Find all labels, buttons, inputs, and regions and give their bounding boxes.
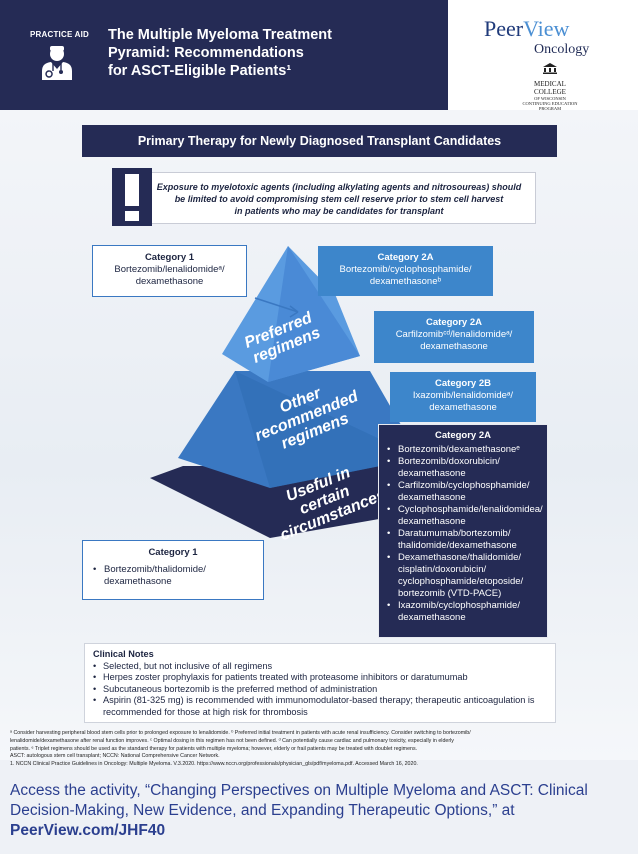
pyramid-face-top — [268, 246, 360, 382]
mcw-line-1: MEDICAL — [534, 80, 566, 88]
category-1-preferred-box: Category 1 Bortezomib/lenalidomideᵃ/ dex… — [92, 245, 247, 297]
regimen-line: Ixazomib/lenalidomideᵃ/ — [412, 390, 514, 401]
regimen-line: Bortezomib/lenalidomideᵃ/ — [114, 264, 225, 275]
list-item: Subcutaneous bortezomib is the preferred… — [93, 684, 547, 696]
footnote-line: ᵃ Consider harvesting peripheral blood s… — [10, 730, 471, 736]
category-heading: Category 1 — [148, 547, 198, 558]
regimen-list: Bortezomib/thalidomide/ dexamethasone — [91, 564, 255, 588]
title-line-2: Pyramid: Recommendations — [108, 45, 304, 61]
list-item: Selected, but not inclusive of all regim… — [93, 661, 547, 673]
logo-area — [448, 0, 638, 110]
list-item: Cyclophosphamide/lenalidomidea/ dexameth… — [385, 504, 543, 528]
regimen-line: dexamethasone — [420, 341, 488, 352]
mcw-line-5: PROGRAM — [538, 106, 562, 111]
connector-arrow-icon — [289, 305, 299, 318]
mcw-line-4: CONTINUING EDUCATION — [522, 101, 578, 106]
logo-view: View — [523, 16, 570, 41]
title-line-3: for ASCT-Eligible Patients¹ — [108, 63, 292, 79]
list-item: Bortezomib/dexamethasoneᵉ — [385, 444, 541, 456]
warning-line-3: in patients who may be candidates for tr… — [234, 206, 444, 216]
regimen-line: dexamethasone — [429, 402, 497, 413]
exclamation-icon — [112, 168, 152, 226]
peerview-logo: PeerView — [484, 16, 569, 42]
list-item: Bortezomib/thalidomide/ dexamethasone — [91, 564, 255, 588]
page-title: The Multiple Myeloma Treatment Pyramid: … — [108, 26, 408, 80]
category-heading: Category 1 — [144, 252, 195, 263]
list-item: Carfilzomib/cyclophosphamide/ dexamethas… — [385, 480, 541, 504]
warning-line-1: Exposure to myelotoxic agents (including… — [156, 182, 522, 192]
category-2a-useful-box: Category 2A Bortezomib/dexamethasoneᵉ Bo… — [378, 424, 548, 638]
regimen-line: Bortezomib/cyclophosphamide/ — [339, 264, 472, 275]
regimen-line: dexamethasone — [135, 276, 204, 287]
list-item: Ixazomib/cyclophosphamide/ dexamethasone — [385, 600, 541, 624]
list-item: Aspirin (81-325 mg) is recommended with … — [93, 695, 547, 718]
category-heading: Category 2B — [435, 378, 491, 389]
mcw-line-3: OF WISCONSIN — [534, 96, 566, 101]
clinical-notes-heading: Clinical Notes — [93, 649, 154, 659]
warning-text: Exposure to myelotoxic agents (including… — [154, 181, 524, 217]
mcw-line-2: COLLEGE — [534, 88, 566, 96]
list-item: Bortezomib/doxorubicin/ dexamethasone — [385, 456, 541, 480]
footnote-line: patients. ᵉ Triplet regimens should be u… — [10, 745, 418, 752]
section-banner: Primary Therapy for Newly Diagnosed Tran… — [82, 125, 557, 157]
warning-line-2: be limited to avoid compromising stem ce… — [174, 194, 504, 204]
practice-aid-label: PRACTICE AID — [30, 30, 89, 39]
category-heading: Category 2A — [426, 317, 482, 328]
cta-text: Access the activity, “Changing Perspecti… — [10, 782, 588, 819]
college-seal-icon — [543, 63, 557, 74]
category-1-useful-box: Category 1 Bortezomib/thalidomide/ dexam… — [82, 540, 264, 600]
category-heading: Category 2A — [377, 252, 434, 263]
list-item: Herpes zoster prophylaxis for patients t… — [93, 672, 547, 684]
list-item: Dexamethasone/thalidomide/ cisplatin/dox… — [385, 552, 541, 600]
logo-oncology: Oncology — [534, 42, 590, 57]
regimen-line: dexamethasoneᵇ — [369, 276, 442, 287]
pyramid-face-middle — [235, 371, 420, 488]
regimen-list: Bortezomib/dexamethasoneᵉ Bortezomib/dox… — [385, 444, 543, 624]
category-2a-other-box: Category 2A Carfilzomibᶜᵈ/lenalidomideᵃ/… — [374, 311, 534, 363]
footnote-line: ASCT: autologous stem cell transplant; N… — [10, 753, 220, 760]
warning-box — [114, 172, 536, 224]
title-line-1: The Multiple Myeloma Treatment — [108, 27, 332, 43]
clinical-notes: Clinical Notes Selected, but not inclusi… — [84, 643, 556, 723]
list-item: Daratumumab/bortezomib/ thalidomide/dexa… — [385, 528, 541, 552]
header-bar — [0, 0, 448, 110]
doctor-icon — [42, 46, 72, 80]
category-heading: Category 2A — [435, 430, 491, 441]
mcw-logo: MEDICAL COLLEGE OF WISCONSIN CONTINUING … — [520, 62, 580, 111]
category-2b-other-box: Category 2B Ixazomib/lenalidomideᵃ/ dexa… — [390, 372, 536, 422]
activity-link[interactable]: PeerView.com/JHF40 — [10, 822, 166, 839]
regimen-line: Carfilzomibᶜᵈ/lenalidomideᵃ/ — [395, 329, 513, 340]
logo-peer: Peer — [484, 16, 524, 41]
footnote-line: lenalidomide/dexamethasone after renal f… — [10, 737, 454, 744]
footnote-line: 1. NCCN Clinical Practice Guidelines in … — [10, 761, 418, 768]
clinical-notes-list: Selected, but not inclusive of all regim… — [93, 661, 547, 719]
category-2a-preferred-box: Category 2A Bortezomib/cyclophosphamide/… — [318, 246, 493, 296]
treatment-pyramid: Preferred regimens Other recommended reg… — [150, 246, 483, 544]
footnotes: ᵃ Consider harvesting peripheral blood s… — [10, 730, 630, 769]
call-to-action: Access the activity, “Changing Perspecti… — [10, 781, 628, 841]
